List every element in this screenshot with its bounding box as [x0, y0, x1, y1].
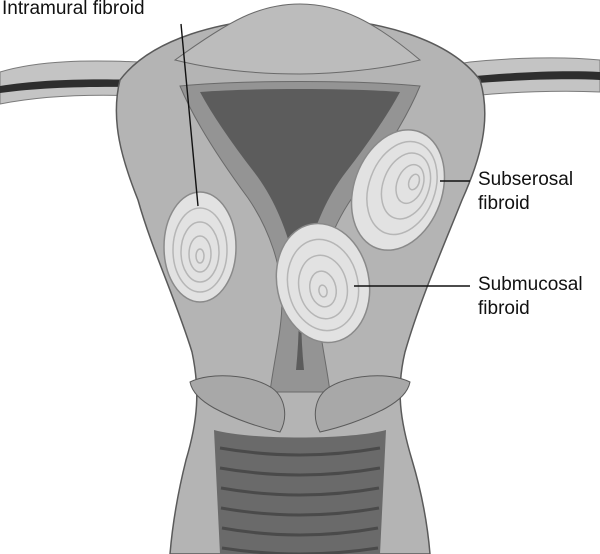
submucosal-label-line2: fibroid — [478, 298, 530, 319]
subserosal-fibroid — [350, 129, 446, 251]
submucosal-fibroid — [275, 222, 371, 344]
intramural-fibroid — [163, 191, 237, 303]
intramural-label-text: Intramural fibroid — [2, 0, 145, 19]
submucosal-fibroid-label: Submucosal fibroid — [478, 273, 583, 321]
subserosal-fibroid-label: Subserosal fibroid — [478, 168, 573, 216]
cervix-right-lip — [314, 375, 411, 433]
cervix-left-lip — [189, 375, 286, 433]
subserosal-label-line2: fibroid — [478, 193, 530, 214]
intramural-fibroid-label: Intramural fibroid — [2, 0, 145, 21]
submucosal-label-line1: Submucosal — [478, 274, 583, 295]
fundus — [173, 3, 422, 75]
intramural-leader-line — [180, 23, 199, 207]
vaginal-canal — [214, 430, 386, 554]
subserosal-label-line1: Subserosal — [478, 169, 574, 190]
vaginal-rugae — [219, 446, 381, 554]
